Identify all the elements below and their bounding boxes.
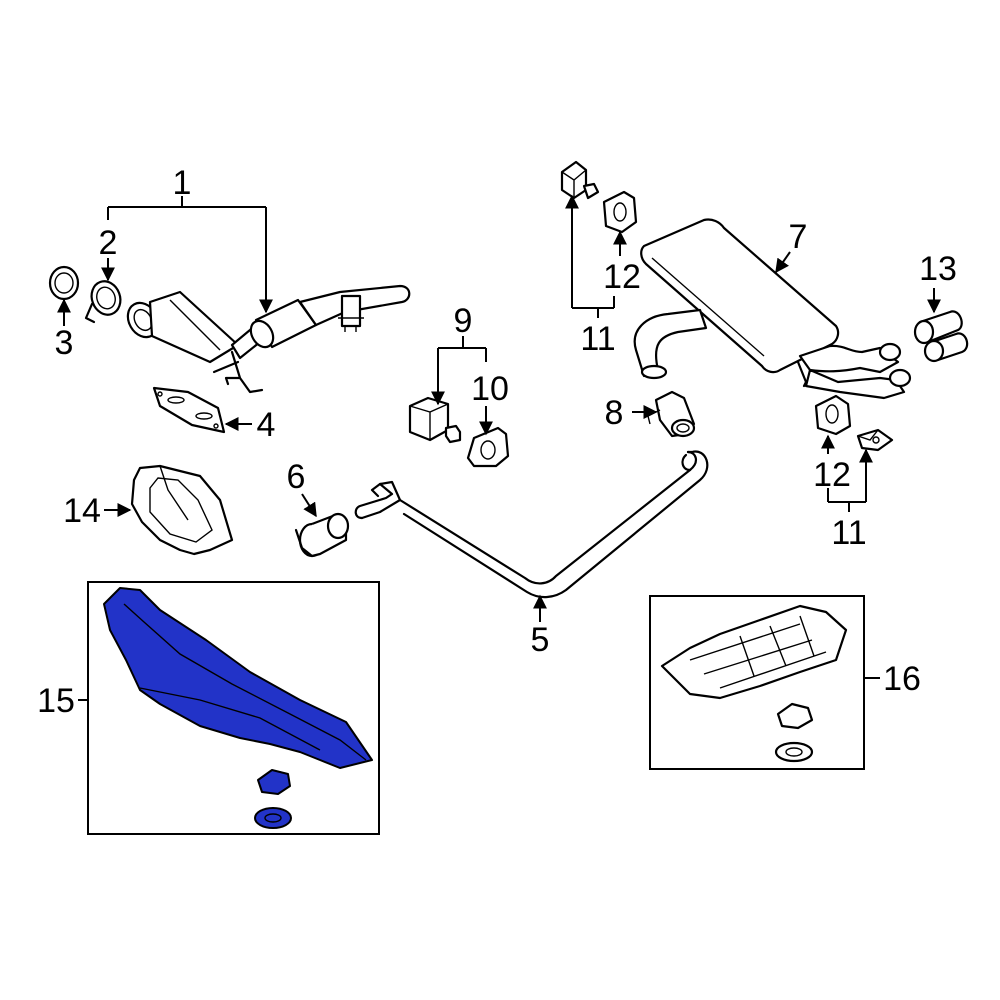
part-12-upper-insulator[interactable] <box>602 190 638 234</box>
callout-10: 10 <box>471 370 509 408</box>
callout-6: 6 <box>287 458 306 496</box>
callout-7: 7 <box>789 218 808 256</box>
part-15-heat-shield-highlighted[interactable] <box>103 587 373 829</box>
part-9-hanger[interactable] <box>408 396 462 444</box>
part-7-muffler[interactable] <box>633 218 912 400</box>
callout-12-upper: 12 <box>603 258 641 296</box>
callout-11-lower: 11 <box>831 514 866 552</box>
callout-11-upper: 11 <box>580 320 615 358</box>
part-3-gasket[interactable] <box>48 265 80 301</box>
part-8-clamp[interactable] <box>647 390 696 438</box>
callout-16: 16 <box>883 660 921 698</box>
part-5-intermediate-pipe[interactable] <box>354 450 709 599</box>
callout-13: 13 <box>919 250 957 288</box>
part-16-detail-box <box>649 595 865 770</box>
callout-2: 2 <box>99 224 118 262</box>
part-14-heat-shield[interactable] <box>130 464 234 556</box>
part-12-lower-insulator[interactable] <box>814 394 852 436</box>
part-13-exhaust-tips[interactable] <box>913 310 969 363</box>
callout-15: 15 <box>37 682 75 720</box>
part-16-heat-shield[interactable] <box>660 604 848 763</box>
callout-8: 8 <box>605 394 624 432</box>
callout-14: 14 <box>63 492 101 530</box>
callout-labels: 1 2 3 4 5 6 7 8 9 10 11 11 12 12 13 14 1… <box>37 164 957 720</box>
leader-lines <box>57 194 941 701</box>
callout-9: 9 <box>454 302 473 340</box>
callout-4: 4 <box>257 406 276 444</box>
part-6-pipe-clamp[interactable] <box>294 512 350 558</box>
part-4-flange-gasket[interactable] <box>152 386 226 434</box>
callout-5: 5 <box>531 621 550 659</box>
callout-1: 1 <box>173 164 192 202</box>
callout-3: 3 <box>55 324 74 362</box>
part-1-converter-pipe[interactable] <box>122 284 411 394</box>
callout-12-lower: 12 <box>813 456 851 494</box>
part-10-insulator[interactable] <box>466 426 510 468</box>
part-11-lower-bracket[interactable] <box>856 428 894 452</box>
part-15-detail-box <box>87 581 380 835</box>
part-11-upper-bracket[interactable] <box>560 160 600 200</box>
part-2-clamp[interactable] <box>84 277 125 324</box>
